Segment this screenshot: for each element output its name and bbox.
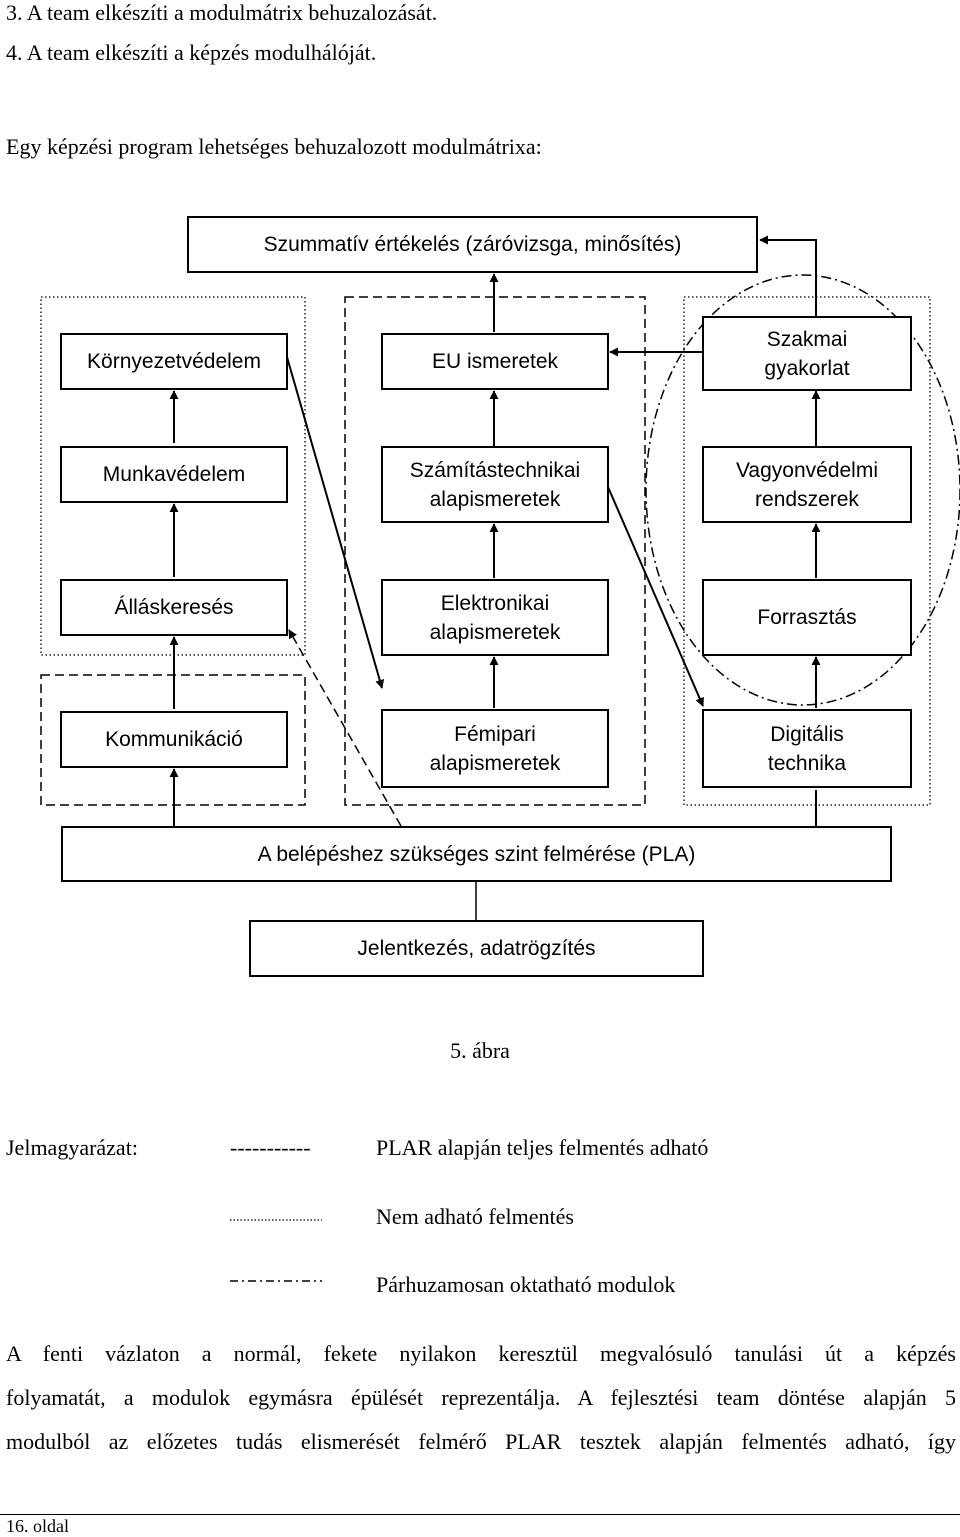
legend-dashed-sample: ----------- <box>230 1135 311 1160</box>
paragraph-line-1: A fenti vázlaton a normál, fekete nyilak… <box>6 1341 956 1366</box>
box-szummativ-label: Szummatív értékelés (záróvizsga, minősít… <box>263 233 682 256</box>
arrow-kornyezet-to-femipari <box>286 356 385 689</box>
legend-title: Jelmagyarázat: <box>6 1135 138 1160</box>
group-frame-plar-col2 <box>344 296 646 806</box>
group-frame-nem-felmentes-col1 <box>40 296 306 656</box>
box-szakmai-gyakorlat: Szakmai gyakorlat <box>702 316 912 391</box>
box-munkavedelem: Munkavédelem <box>60 446 288 503</box>
box-eu-ismeretek: EU ismeretek <box>381 333 609 390</box>
box-femipari-label-1: Fémipari <box>454 722 536 746</box>
box-elektronikai: Elektronikai alapismeretek <box>381 579 609 656</box>
box-szakmai-gyakorlat-label-1: Szakmai <box>766 327 848 351</box>
box-szamitastechnikai-label-1: Számítástechnikai <box>409 458 581 482</box>
box-kommunikacio: Kommunikáció <box>60 711 288 768</box>
box-forrasztas-label: Forrasztás <box>757 606 857 629</box>
box-elektronikai-label-2: alapismeretek <box>429 620 561 644</box>
intro-step3: 3. A team elkészíti a modulmátrix behuza… <box>6 0 438 25</box>
box-kornyezetvedelem: Környezetvédelem <box>60 333 288 390</box>
box-szakmai-gyakorlat-label-2: gyakorlat <box>764 356 850 380</box>
box-femipari-label-2: alapismeretek <box>429 751 561 775</box>
box-vagyonvedelmi-label-1: Vagyonvédelmi <box>735 458 879 482</box>
box-szummativ-ertekeles: Szummatív értékelés (záróvizsga, minősít… <box>187 216 758 273</box>
box-pla-label: A belépéshez szükséges szint felmérése (… <box>257 842 696 866</box>
footer-rule <box>0 1514 960 1515</box>
box-szamitastechnikai: Számítástechnikai alapismeretek <box>381 446 609 523</box>
arrow-szakmai-to-szummativ <box>759 235 817 316</box>
box-forrasztas: Forrasztás <box>702 579 912 656</box>
box-jelentkezes: Jelentkezés, adatrögzítés <box>249 920 704 977</box>
intro-step4: 4. A team elkészíti a képzés modulhálójá… <box>6 40 377 65</box>
legend-item-parhuzamos: Párhuzamosan oktatható modulok <box>376 1272 676 1297</box>
box-munkavedelem-label: Munkavédelem <box>102 463 246 486</box>
paragraph-line-3: modulból az előzetes tudás elismerését f… <box>6 1429 956 1454</box>
arrow-pla-to-allaskereses <box>288 629 402 827</box>
box-kornyezetvedelem-label: Környezetvédelem <box>87 350 261 373</box>
box-pla-felmeres: A belépéshez szükséges szint felmérése (… <box>61 826 892 882</box>
legend-item-nem-adhato: Nem adható felmentés <box>376 1204 574 1229</box>
paragraph-line-2: folyamatát, a modulok egymásra épülését … <box>6 1385 956 1410</box>
box-elektronikai-label-1: Elektronikai <box>440 591 550 615</box>
group-ellipse-parhuzamos <box>645 274 960 706</box>
box-allaskereses-label: Álláskeresés <box>114 596 234 619</box>
legend-item-plar: PLAR alapján teljes felmentés adható <box>376 1135 709 1160</box>
box-vagyonvedelmi-label-2: rendszerek <box>755 487 859 511</box>
box-allaskereses: Álláskeresés <box>60 579 288 636</box>
box-eu-ismeretek-label: EU ismeretek <box>431 350 559 373</box>
box-szamitastechnikai-label-2: alapismeretek <box>429 487 561 511</box>
intro-lead: Egy képzési program lehetséges behuzaloz… <box>6 134 542 159</box>
box-digitalis-technika: Digitális technika <box>702 709 912 788</box>
box-kommunikacio-label: Kommunikáció <box>105 728 243 751</box>
page-number: 16. oldal <box>6 1516 69 1536</box>
box-jelentkezes-label: Jelentkezés, adatrögzítés <box>357 937 596 960</box>
body-paragraph: A fenti vázlaton a normál, fekete nyilak… <box>6 1332 956 1464</box>
box-femipari: Fémipari alapismeretek <box>381 709 609 788</box>
group-frame-nem-felmentes-col3 <box>683 296 931 806</box>
arrow-szamitas-to-digitalis <box>607 486 704 707</box>
box-digitalis-technika-label-1: Digitális <box>770 722 844 746</box>
box-vagyonvedelmi: Vagyonvédelmi rendszerek <box>702 446 912 523</box>
figure-caption: 5. ábra <box>450 1038 510 1063</box>
box-digitalis-technika-label-2: technika <box>767 751 847 775</box>
